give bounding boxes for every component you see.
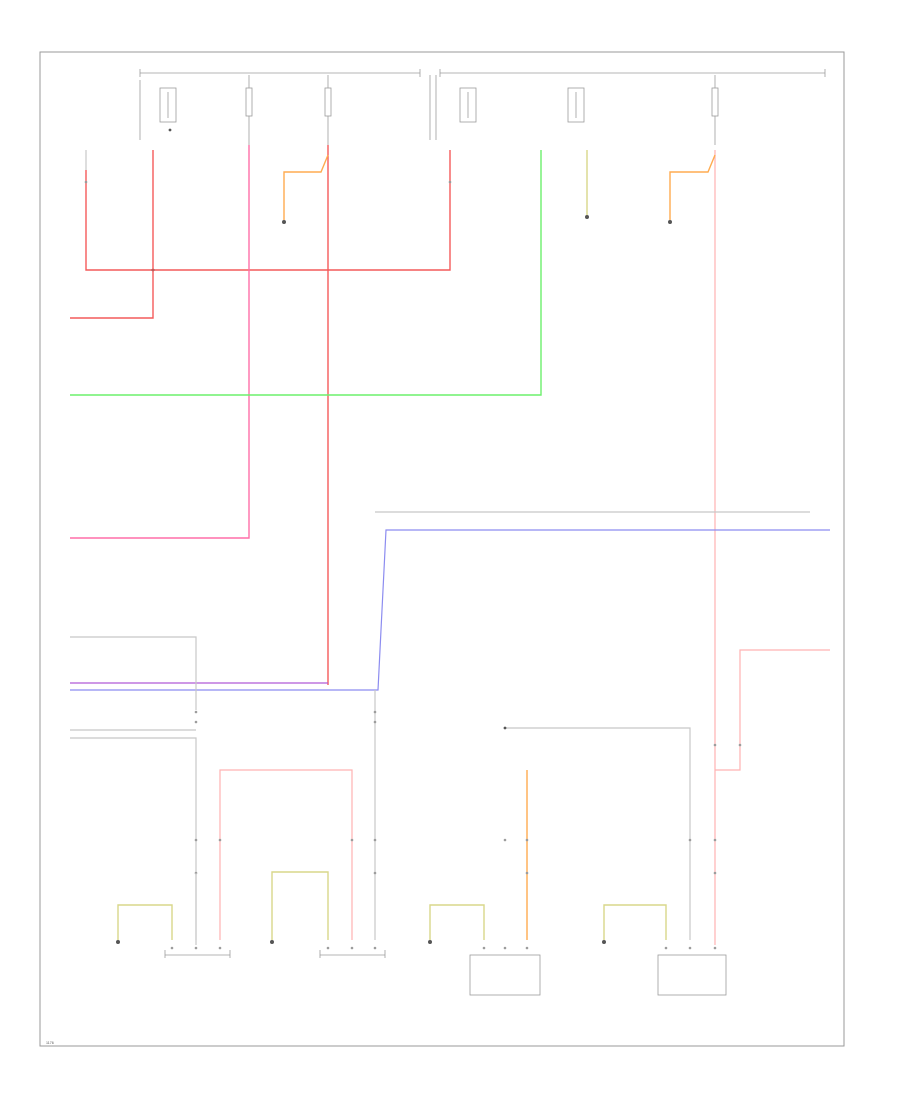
diagram-code: 1176 — [46, 1041, 54, 1045]
wire-pink-right — [715, 649, 830, 771]
wire-blue — [70, 529, 830, 691]
fuse-2 — [324, 87, 332, 117]
wire-green — [70, 150, 542, 396]
module-driver-door — [116, 873, 231, 958]
splice-pins — [194, 710, 742, 875]
fuse-3 — [711, 87, 719, 117]
wire-gray-left-rear — [505, 727, 691, 940]
fuse-1 — [245, 87, 253, 117]
diagram-frame — [39, 51, 845, 1047]
wire-pink-driver — [219, 769, 353, 940]
module-left-rear-door — [428, 904, 541, 996]
wire-pink-fuse-1 — [70, 145, 250, 539]
wire-gray-left-1 — [70, 636, 197, 710]
module-right-rear-door — [602, 904, 727, 996]
wire-orange-ground-3 — [669, 154, 716, 220]
wire-red-feed — [70, 150, 154, 319]
power-distribution-block — [139, 69, 826, 145]
module-passenger-door — [270, 871, 386, 958]
wire-orange-ground-1 — [283, 154, 329, 220]
wire-red-bus — [84, 150, 452, 272]
wire-gray-left-3 — [70, 737, 197, 940]
